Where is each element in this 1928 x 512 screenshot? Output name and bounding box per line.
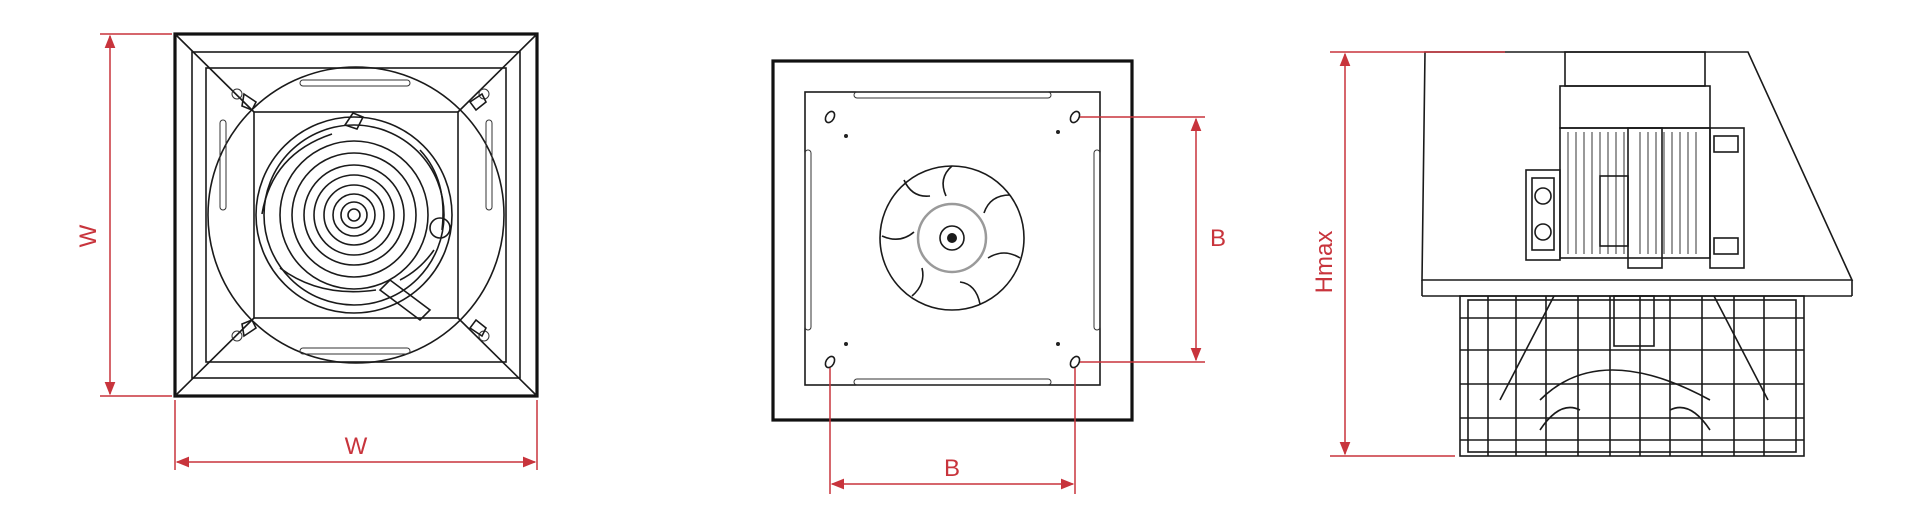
label-w-horizontal: W [345,433,368,460]
side-view: Hmax [1311,51,1854,457]
dimension-hmax: Hmax [1311,51,1505,457]
base-view-outer-plate [771,59,1134,422]
base-view-impeller [879,165,1025,311]
top-view-inner-frame [191,51,521,379]
label-hmax: Hmax [1311,231,1338,294]
top-view-impeller [255,112,453,322]
top-view-hood-rim [205,67,507,363]
corner-brackets [231,88,490,342]
side-view-guard [1459,295,1805,457]
base-view: B B [771,59,1226,494]
dimension-w-horizontal: W [174,400,538,470]
top-view-outer-frame [173,32,539,398]
top-view: W W [75,32,539,470]
top-view-motor-housing [253,111,459,319]
mounting-holes [824,110,1081,369]
dimension-b-horizontal: B [829,368,1076,494]
side-view-motor [1525,51,1745,269]
dimension-b-vertical: B [1080,116,1226,363]
label-b-horizontal: B [944,455,960,482]
label-b-vertical: B [1210,225,1226,252]
dimension-w-vertical: W [75,33,172,397]
label-w-vertical: W [75,224,102,247]
top-view-hood-circle [207,66,505,364]
